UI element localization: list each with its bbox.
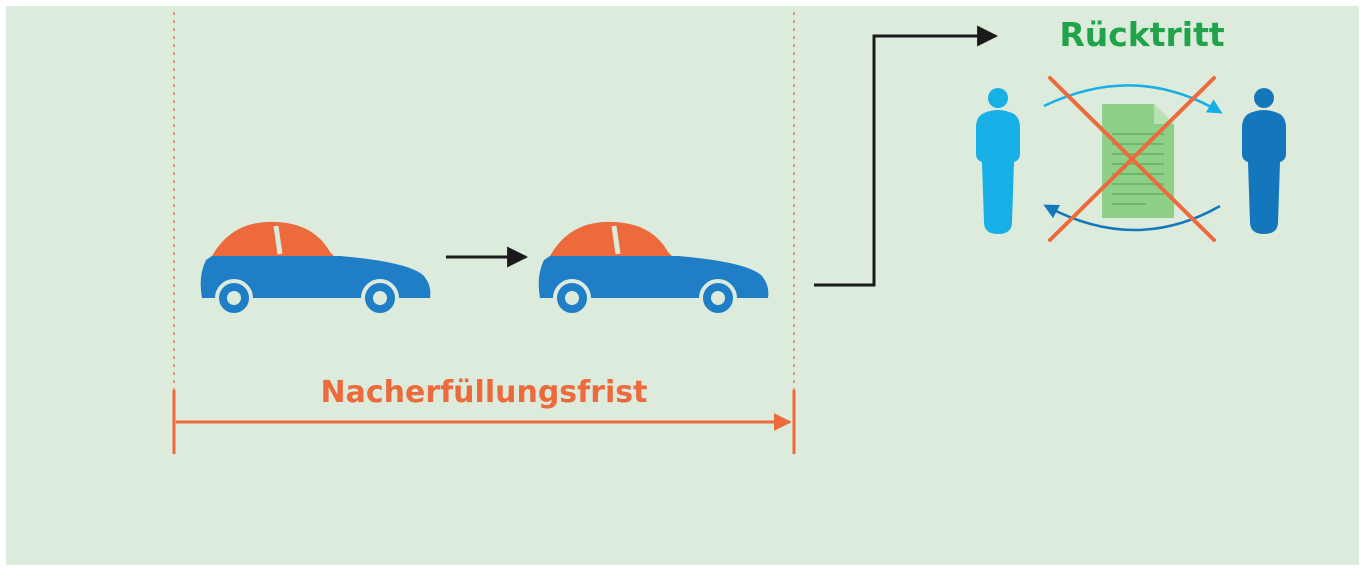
cross-mark-icon <box>1048 76 1216 242</box>
car-icon <box>201 222 431 315</box>
result-arrow <box>814 25 999 287</box>
diagram-canvas: Nacherfüllungsfrist Rücktritt <box>6 6 1359 565</box>
document-icon <box>1102 104 1174 218</box>
exchange-arrow-top <box>1043 84 1223 114</box>
exchange-arrow-bottom <box>1043 204 1221 232</box>
person-icon <box>976 88 1020 234</box>
car-icon <box>539 222 769 315</box>
process-diagram: Nacherfüllungsfrist Rücktritt <box>172 12 1286 454</box>
person-icon <box>1242 88 1286 234</box>
period-label: Nacherfüllungsfrist <box>321 375 648 410</box>
result-label: Rücktritt <box>1059 15 1225 54</box>
